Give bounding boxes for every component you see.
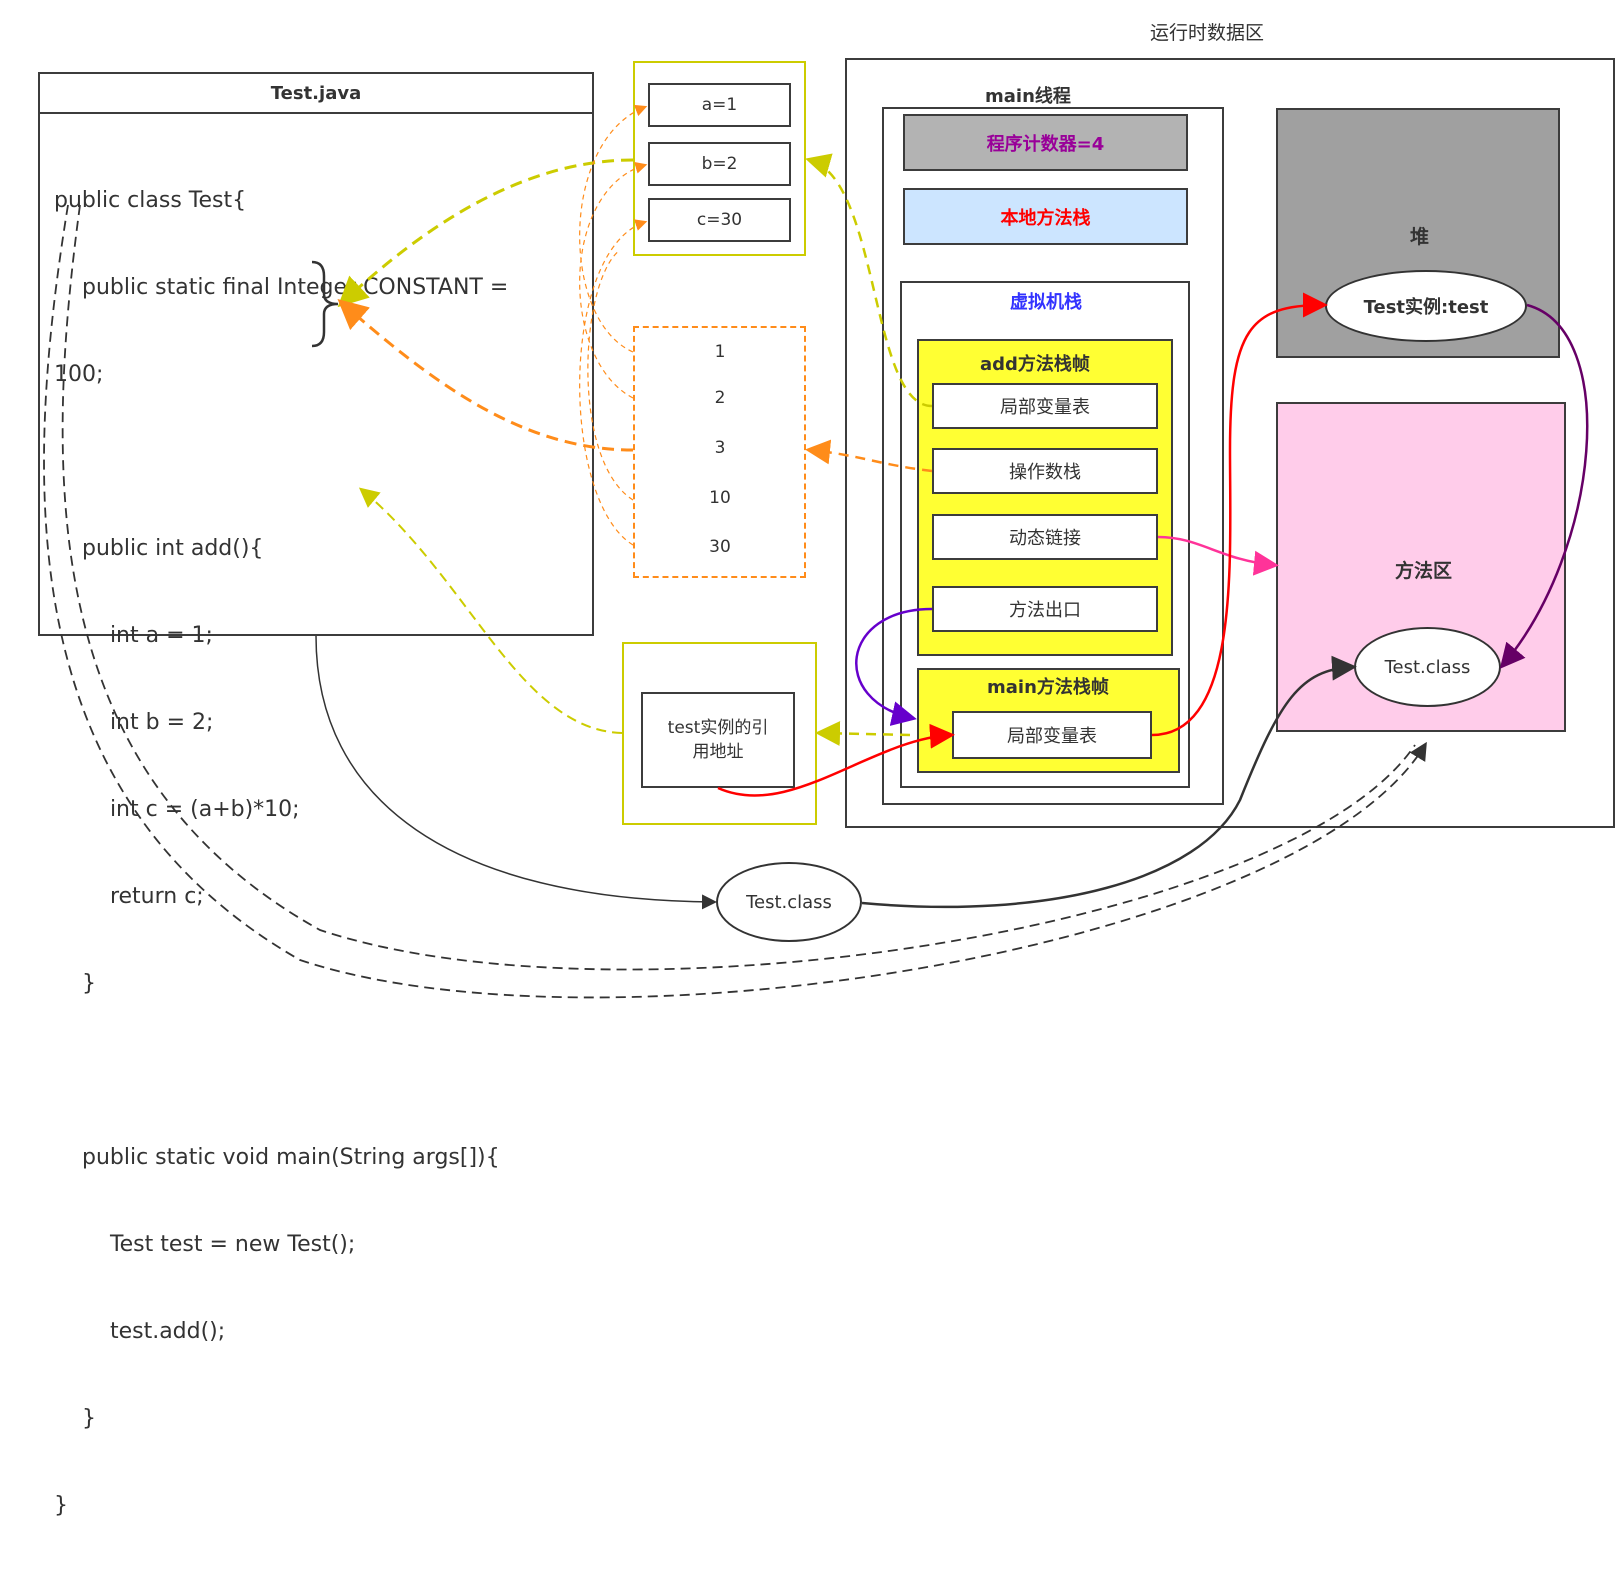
operand-value: 1 <box>714 342 726 362</box>
code-line: } <box>54 1493 68 1518</box>
operand-value: 3 <box>714 438 726 458</box>
code-line: public class Test{ <box>54 188 247 213</box>
code-line: } <box>54 1406 96 1431</box>
native-method-stack: 本地方法栈 <box>903 188 1188 245</box>
link-op-to-var <box>587 249 634 501</box>
reference-line-1: test实例的引 <box>667 718 769 738</box>
method-area-label: 方法区 <box>1395 560 1453 582</box>
heap-label: 堆 <box>1410 226 1430 248</box>
reference-line-2: 用地址 <box>692 742 744 762</box>
code-line: 100; <box>54 362 104 387</box>
add-dynamic-link: 动态链接 <box>932 514 1158 560</box>
add-local-variable-table: 局部变量表 <box>932 383 1158 429</box>
code-line: test.add(); <box>54 1319 226 1344</box>
code-line <box>54 447 508 476</box>
main-local-variable-table: 局部变量表 <box>952 711 1152 759</box>
code-line: int c = (a+b)*10; <box>54 797 300 822</box>
main-frame-label: main方法栈帧 <box>987 677 1109 698</box>
local-var-c: c=30 <box>648 198 791 242</box>
code-line: int a = 1; <box>54 623 213 648</box>
operand-value: 2 <box>714 388 726 408</box>
operand-value: 30 <box>709 537 731 557</box>
add-operand-stack: 操作数栈 <box>932 448 1158 494</box>
add-frame-label: add方法栈帧 <box>980 354 1090 375</box>
java-code-block: public class Test{ public static final I… <box>54 128 508 1578</box>
thread-label: main线程 <box>985 86 1071 107</box>
local-var-b: b=2 <box>648 142 791 186</box>
java-filename: Test.java <box>40 74 592 114</box>
program-counter: 程序计数器=4 <box>903 114 1188 171</box>
heap-test-instance: Test实例:test <box>1325 270 1527 342</box>
add-method-exit: 方法出口 <box>932 586 1158 632</box>
java-source-panel: Test.java public class Test{ public stat… <box>38 72 594 1518</box>
code-line <box>54 1056 508 1085</box>
code-line: public static final Integer CONSTANT = <box>54 275 509 300</box>
compiled-class-file: Test.class <box>716 862 862 942</box>
operand-value: 10 <box>709 488 731 508</box>
reference-address-box: test实例的引 用地址 <box>641 692 795 788</box>
code-line: int b = 2; <box>54 710 214 735</box>
code-line: } <box>54 971 96 996</box>
code-line: public int add(){ <box>54 536 264 561</box>
code-line: public static void main(String args[]){ <box>54 1145 500 1170</box>
local-var-a: a=1 <box>648 83 791 127</box>
code-line: return c; <box>54 884 204 909</box>
code-line: Test test = new Test(); <box>54 1232 356 1257</box>
vm-stack-label: 虚拟机栈 <box>1010 292 1082 313</box>
runtime-area-title: 运行时数据区 <box>1150 22 1265 44</box>
method-area-class: Test.class <box>1354 627 1501 707</box>
